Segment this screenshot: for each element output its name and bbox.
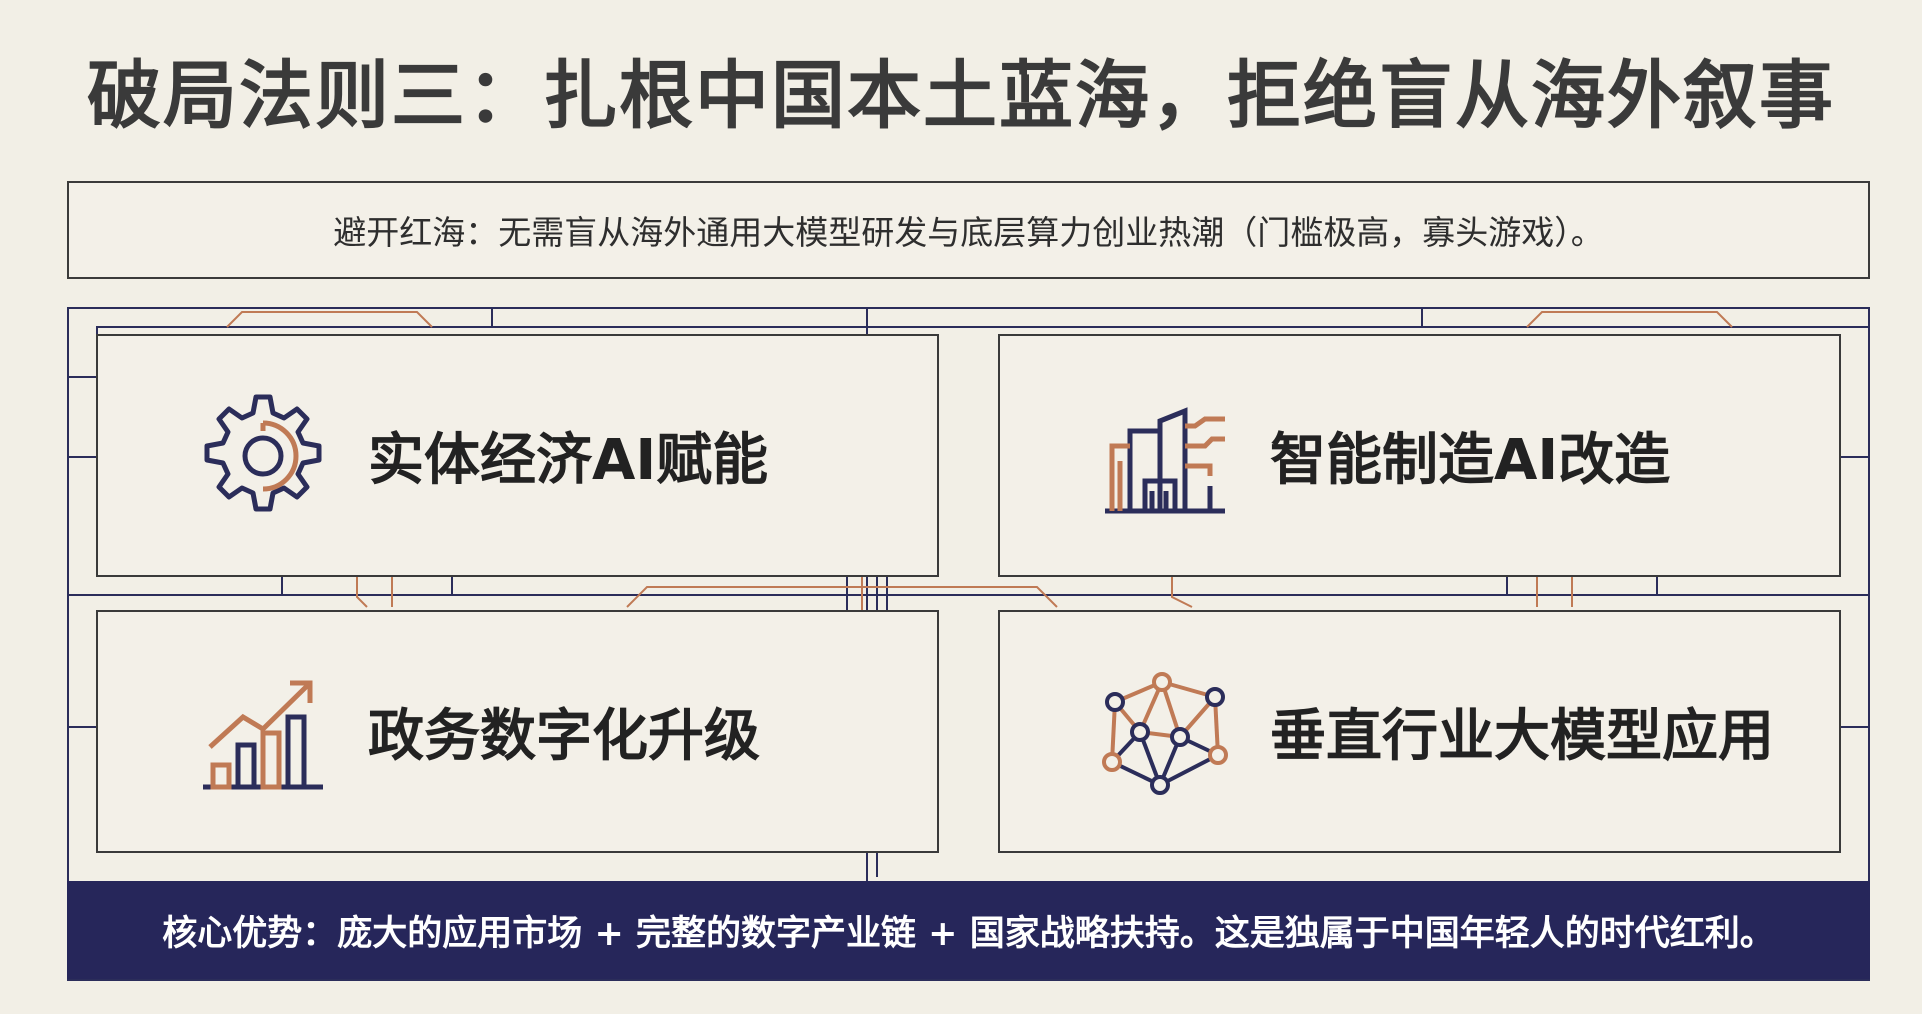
card-label: 政务数字化升级	[368, 704, 760, 769]
banner-text: 避开红海：无需盲从海外通用大模型研发与底层算力创业热潮（门槛极高，寡头游戏）。	[333, 213, 1604, 252]
footer-text: 核心优势：庞大的应用市场 + 完整的数字产业链 + 国家战略扶持。这是独属于中国…	[162, 913, 1775, 954]
red-ocean-banner: 避开红海：无需盲从海外通用大模型研发与底层算力创业热潮（门槛极高，寡头游戏）。	[67, 181, 1870, 279]
card-government-digital: 政务数字化升级	[96, 610, 939, 853]
growth-chart-icon	[203, 680, 323, 790]
gear-icon	[204, 394, 322, 512]
card-vertical-models: 垂直行业大模型应用	[998, 610, 1841, 853]
factory-icon	[1105, 407, 1225, 514]
card-real-economy: 实体经济AI赋能	[96, 334, 939, 577]
core-advantage-banner: 核心优势：庞大的应用市场 + 完整的数字产业链 + 国家战略扶持。这是独属于中国…	[67, 881, 1870, 979]
card-label: 智能制造AI改造	[1270, 428, 1671, 493]
card-label: 实体经济AI赋能	[368, 428, 769, 493]
circuit-board-frame	[67, 307, 1870, 981]
card-smart-manufacturing: 智能制造AI改造	[998, 334, 1841, 577]
page-title: 破局法则三：扎根中国本土蓝海，拒绝盲从海外叙事	[87, 53, 1835, 139]
network-icon	[1102, 672, 1228, 795]
card-label: 垂直行业大模型应用	[1270, 704, 1774, 769]
